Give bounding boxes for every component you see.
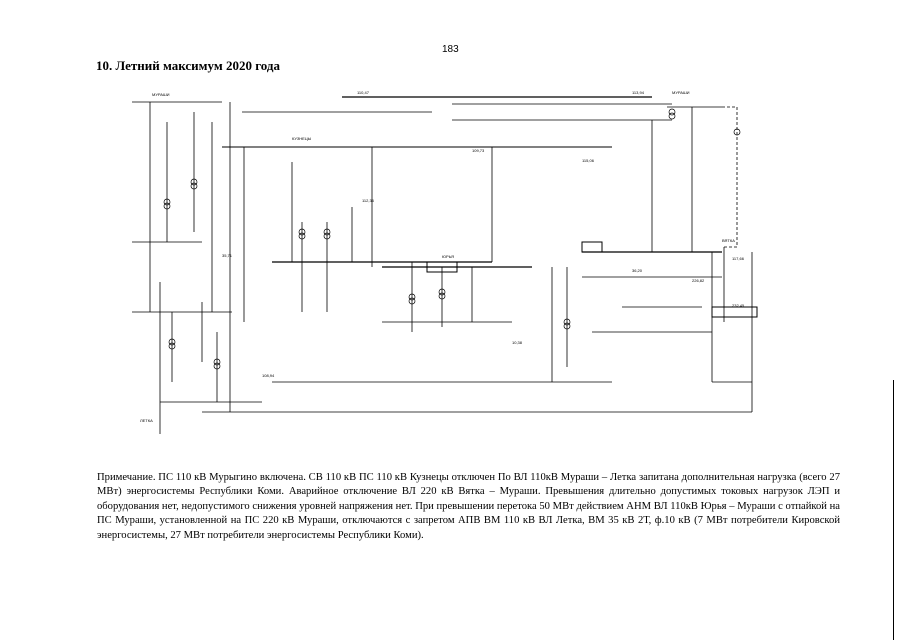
substation-label: КУЗНЕЦЫ bbox=[292, 136, 312, 141]
voltage-label: 35,71 bbox=[222, 253, 233, 258]
voltage-label: 113,94 bbox=[632, 90, 645, 95]
substation-label: МУРАШИ bbox=[672, 90, 690, 95]
substation-label: ЛЕТКА bbox=[140, 418, 153, 423]
voltage-label: 226,82 bbox=[692, 278, 705, 283]
substation-label: ЮРЬЯ bbox=[442, 254, 454, 259]
voltage-label: 232,45 bbox=[732, 303, 745, 308]
page-edge-line bbox=[893, 380, 894, 640]
transformer-symbols bbox=[163, 108, 741, 370]
substation-label: ВЯТКА bbox=[722, 238, 735, 243]
busbar-boxes bbox=[426, 241, 758, 318]
power-network-diagram: МУРАШИ МУРАШИ КУЗНЕЦЫ ЮРЬЯ ЛЕТКА ВЯТКА 1… bbox=[132, 90, 758, 434]
voltage-label: 109,73 bbox=[472, 148, 485, 153]
voltage-label: 117,66 bbox=[732, 256, 745, 261]
section-title: 10. Летний максимум 2020 года bbox=[96, 58, 280, 73]
voltage-label: 115,06 bbox=[582, 158, 595, 163]
diagram-note: Примечание. ПС 110 кВ Мурыгино включена.… bbox=[97, 472, 840, 541]
voltage-label: 36,20 bbox=[632, 268, 643, 273]
voltage-label: 110,47 bbox=[357, 90, 370, 95]
voltage-label: 112,36 bbox=[362, 198, 375, 203]
voltage-label: 10,38 bbox=[512, 340, 523, 345]
substation-label: МУРАШИ bbox=[152, 92, 170, 97]
diagram-lines bbox=[132, 96, 753, 434]
page-number: 183 bbox=[442, 44, 459, 55]
voltage-label: 108,94 bbox=[262, 373, 275, 378]
